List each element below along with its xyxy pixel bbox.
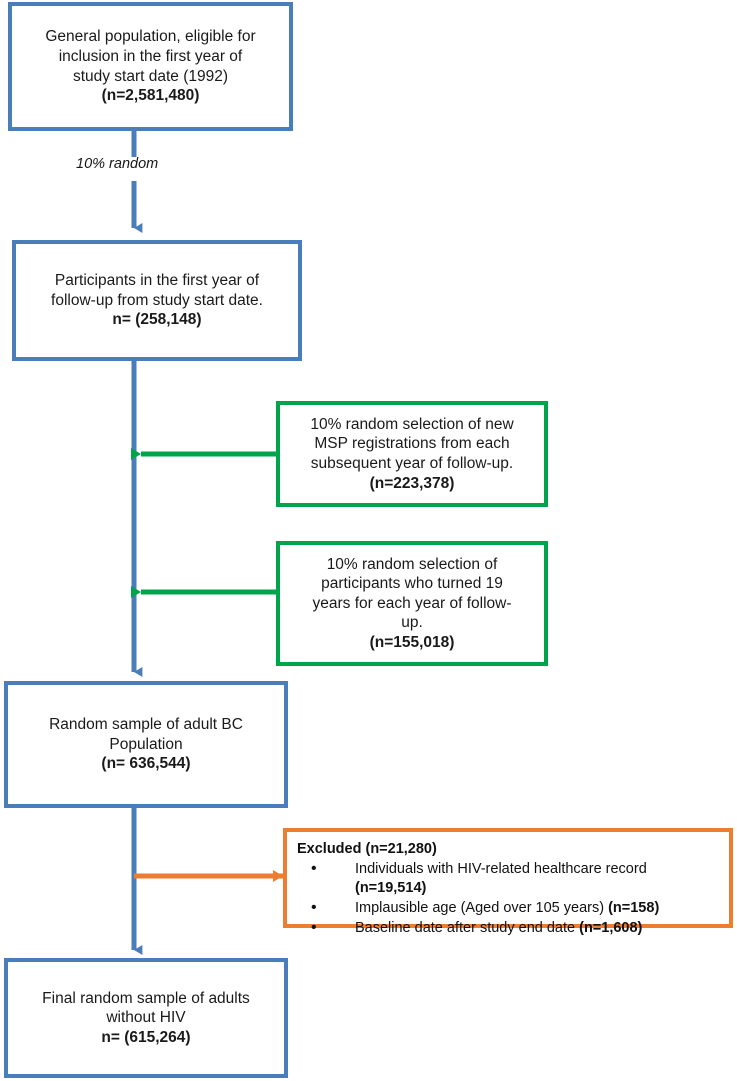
- node-general-population-text: General population, eligible for inclusi…: [45, 28, 256, 85]
- node-excluded[interactable]: Excluded (n=21,280) • Individuals with H…: [283, 828, 733, 936]
- node-final-sample-text: Final random sample of adults without HI…: [42, 989, 250, 1027]
- node-general-population-count: (n=2,581,480): [101, 87, 200, 105]
- node-general-population[interactable]: General population, eligible for inclusi…: [8, 2, 293, 131]
- node-participants-first-year-text: Participants in the first year of follow…: [51, 272, 263, 309]
- excluded-item-label: Implausible age (Aged over 105 years): [355, 899, 605, 916]
- node-final-sample[interactable]: Final random sample of adults without HI…: [4, 958, 288, 1078]
- bullet-icon: •: [311, 918, 317, 936]
- excluded-list-item: • Baseline date after study end date (n=…: [297, 919, 719, 938]
- excluded-list: • Individuals with HIV-related healthcar…: [297, 860, 719, 937]
- bullet-icon: •: [311, 898, 317, 916]
- node-participants-first-year-count: n= (258,148): [112, 311, 202, 329]
- node-msp-registrations-count: (n=223,378): [369, 474, 455, 492]
- excluded-list-item: • Implausible age (Aged over 105 years) …: [297, 899, 719, 918]
- excluded-item-label: Individuals with HIV-related healthcare …: [355, 861, 647, 878]
- node-random-sample-bc-text: Random sample of adult BC Population: [49, 716, 243, 753]
- node-turned-19-count: (n=155,018): [369, 633, 455, 651]
- node-msp-registrations[interactable]: 10% random selection of new MSP registra…: [276, 401, 548, 507]
- node-random-sample-bc[interactable]: Random sample of adult BC Population (n=…: [4, 681, 288, 808]
- excluded-list-item: • Individuals with HIV-related healthcar…: [297, 860, 719, 898]
- excluded-title: Excluded (n=21,280): [297, 841, 437, 857]
- excluded-item-label: Baseline date after study end date: [355, 919, 576, 936]
- node-msp-registrations-text: 10% random selection of new MSP registra…: [310, 415, 514, 472]
- excluded-item-count: (n=158): [608, 899, 660, 916]
- node-turned-19[interactable]: 10% random selection of participants who…: [276, 541, 548, 666]
- node-turned-19-text: 10% random selection of participants who…: [312, 555, 512, 632]
- excluded-item-count: (n=1,608): [579, 919, 643, 936]
- excluded-content: Excluded (n=21,280) • Individuals with H…: [287, 832, 729, 945]
- edge-label-ten-percent-random: 10% random: [76, 156, 159, 172]
- node-random-sample-bc-count: (n= 636,544): [101, 755, 191, 773]
- node-final-sample-count: n= (615,264): [101, 1028, 191, 1046]
- node-participants-first-year[interactable]: Participants in the first year of follow…: [12, 240, 302, 361]
- excluded-item-count: (n=19,514): [355, 880, 427, 897]
- bullet-icon: •: [311, 860, 317, 878]
